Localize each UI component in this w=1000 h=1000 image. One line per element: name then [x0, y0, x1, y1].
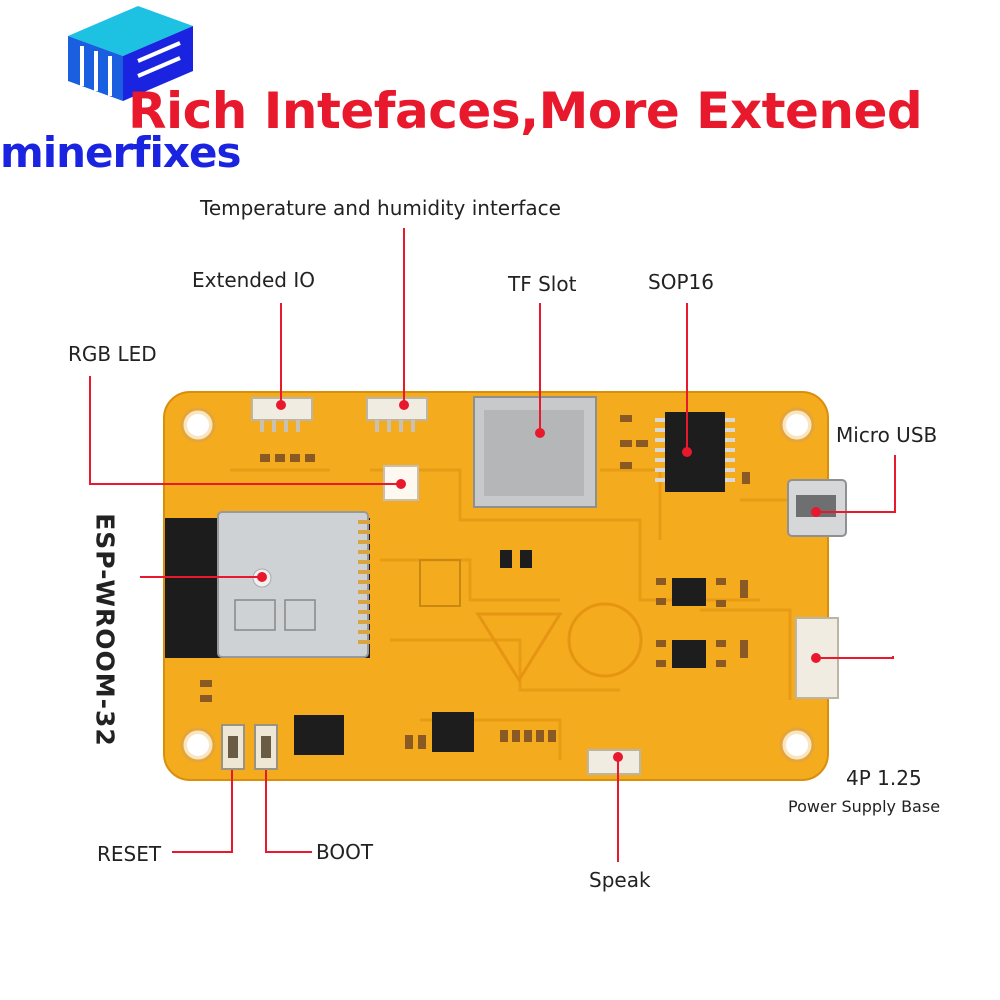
label-tf-slot: TF Slot: [508, 272, 577, 296]
label-esp-module-text: ESP-WROOM-32: [90, 513, 120, 747]
speaker-connector: [587, 749, 641, 775]
temperature-connector: [366, 397, 428, 432]
label-temperature-humidity: Temperature and humidity interface: [200, 196, 561, 220]
pcb-board: [163, 391, 829, 781]
mounting-holes: [180, 407, 815, 763]
callout-dots: [257, 400, 821, 762]
label-power-supply-base: Power Supply Base: [788, 797, 941, 816]
label-power-connector: 4P 1.25: [846, 766, 922, 790]
reset-button-part: [221, 724, 245, 770]
label-sop16: SOP16: [648, 270, 714, 294]
label-speak: Speak: [589, 868, 651, 892]
boot-button-part: [254, 724, 278, 770]
brand-logo: minerfixes: [0, 0, 270, 190]
logo-mark-icon: [68, 6, 193, 101]
callout-pointers: [89, 228, 896, 862]
sop16-chip: [655, 412, 735, 492]
label-rgb-led: RGB LED: [68, 342, 157, 366]
label-extended-io: Extended IO: [192, 268, 315, 292]
page-title: Rich Intefaces,More Extened: [128, 82, 923, 140]
label-reset: RESET: [97, 842, 162, 866]
brand-name: minerfixes: [0, 128, 242, 177]
label-micro-usb: Micro USB: [836, 423, 938, 447]
label-boot: BOOT: [316, 840, 374, 864]
esp-module: [165, 511, 370, 658]
label-esp-module: ESP-WROOM-32: [70, 513, 140, 747]
